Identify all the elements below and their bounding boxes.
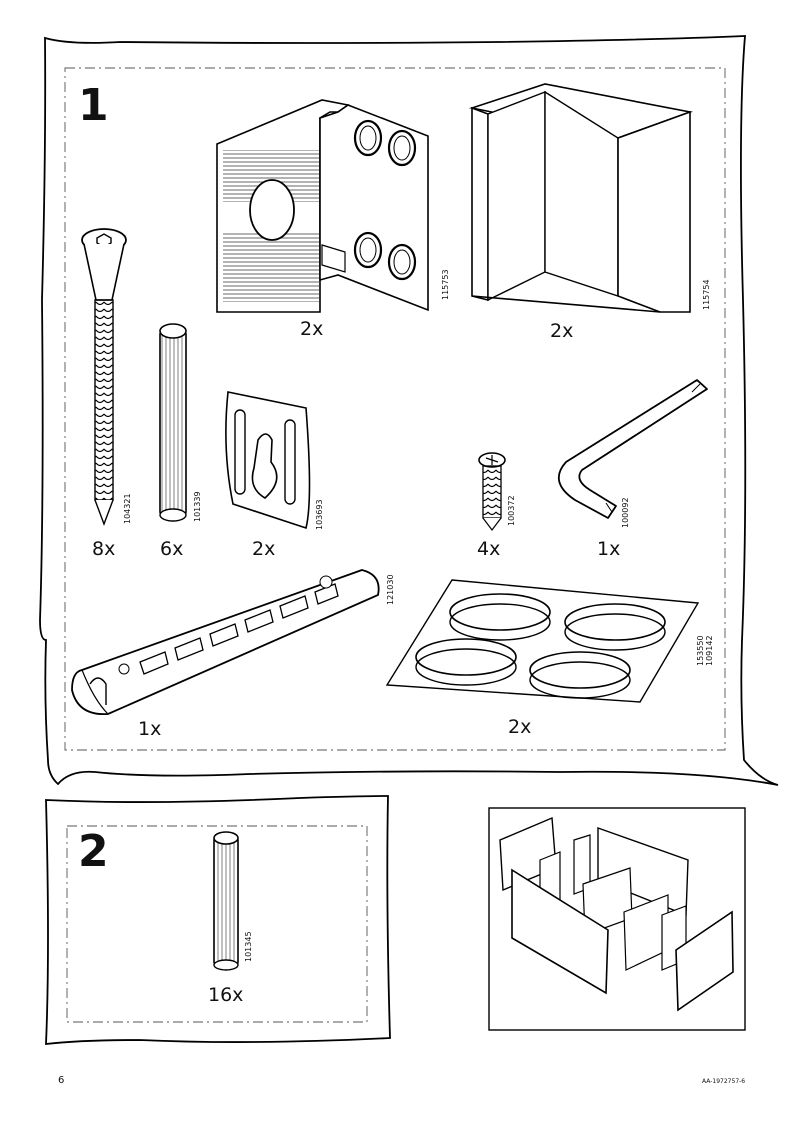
document-id: AA-1972757-6 (702, 1078, 746, 1085)
qty-keyhole-plate: 2x (252, 538, 276, 560)
qty-allen-key: 1x (597, 538, 621, 560)
code-dowel: 101339 (193, 491, 202, 522)
code-short-screw: 100372 (507, 495, 516, 526)
step-1-number: 1 (78, 80, 109, 131)
step1-frame (39, 35, 779, 786)
code-long-screw: 104321 (123, 493, 132, 524)
code-keyhole-plate: 103693 (315, 499, 324, 530)
code-dowel-101345: 101345 (244, 931, 253, 962)
cam-rail-drawing (71, 569, 380, 715)
qty-long-screw: 8x (92, 538, 116, 560)
step-2-number: 2 (78, 826, 109, 877)
code-angle-bracket: 115753 (441, 269, 450, 300)
qty-cam-rail: 1x (138, 718, 162, 740)
qty-angle-bracket: 2x (300, 318, 324, 340)
step-illustration-assembled-dividers-icon (488, 807, 746, 1031)
code-felt-pads-a: 153550 (696, 635, 705, 666)
qty-felt-pads: 2x (508, 716, 532, 738)
qty-corner-panel: 2x (550, 320, 574, 342)
angle-bracket-drawing (216, 99, 429, 313)
dowel-101345-drawing (213, 831, 239, 971)
keyhole-plate-drawing (225, 391, 311, 530)
code-corner-panel: 115754 (702, 279, 711, 310)
qty-short-screw: 4x (477, 538, 501, 560)
felt-pads-drawing (385, 579, 700, 703)
allen-key-drawing (557, 379, 708, 519)
code-allen-key: 100092 (621, 497, 630, 528)
corner-panel-drawing (468, 83, 694, 313)
code-cam-rail: 121030 (386, 574, 395, 605)
code-felt-pads-b: 109142 (705, 635, 714, 666)
short-screw-drawing (478, 452, 506, 531)
page-number: 6 (58, 1075, 65, 1086)
step2-frame (45, 795, 391, 1046)
dowel-drawing (159, 323, 187, 522)
qty-dowel: 6x (160, 538, 184, 560)
long-screw-drawing (81, 228, 127, 526)
qty-dowel-101345: 16x (208, 984, 244, 1006)
